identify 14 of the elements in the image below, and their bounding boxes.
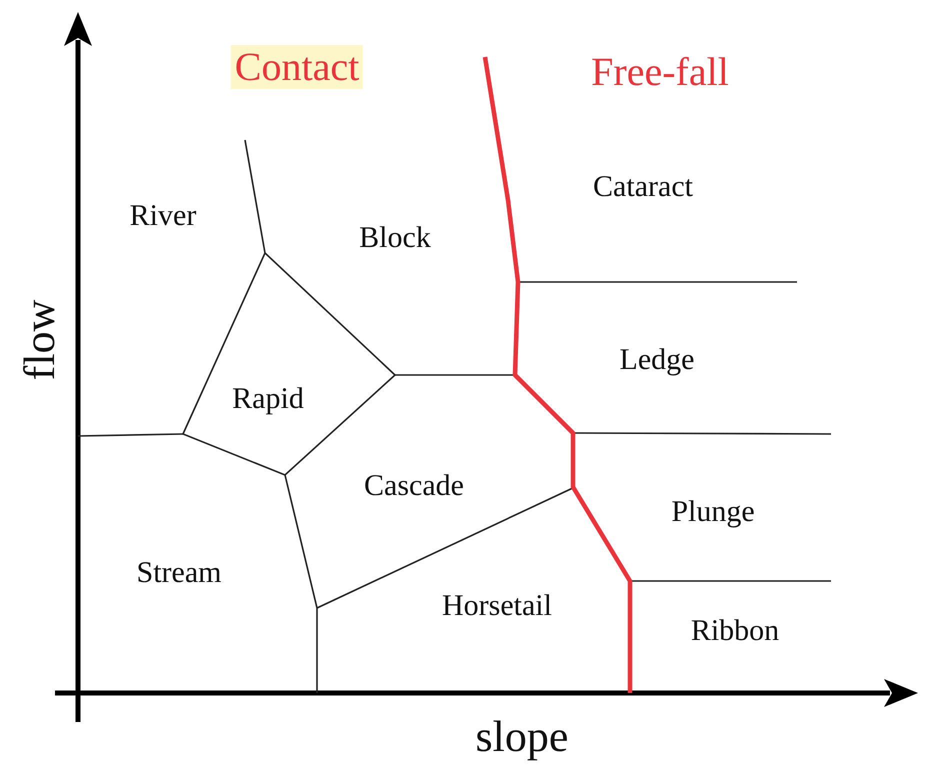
region-label: Block	[359, 223, 431, 253]
region-label: Ribbon	[690, 616, 780, 646]
region-label: River	[130, 201, 196, 231]
regime-label: Contact	[230, 45, 364, 89]
axis-label: flow	[18, 300, 62, 380]
region-label: Cataract	[593, 172, 693, 202]
axis-label: slope	[476, 715, 568, 759]
regime-label: Free-fall	[591, 52, 729, 92]
region-label: Cascade	[364, 471, 464, 501]
region-label: Rapid	[232, 384, 304, 414]
region-label: Stream	[136, 558, 222, 588]
region-label: Horsetail	[442, 591, 552, 621]
region-label: Plunge	[671, 497, 755, 527]
region-label: Ledge	[620, 345, 694, 375]
